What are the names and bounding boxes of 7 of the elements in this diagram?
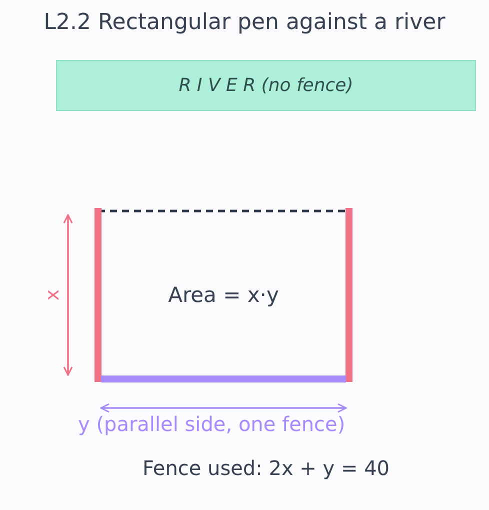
river-label: R I V E R (no fence) xyxy=(178,75,354,96)
river-band xyxy=(56,60,476,111)
dimension-label: y (parallel side, one fence) xyxy=(78,412,346,436)
area-formula: Area = x·y xyxy=(168,283,279,307)
fence-equation: Fence used: 2x + y = 40 xyxy=(141,456,391,480)
dimension-label: x xyxy=(42,289,64,301)
title: L2.2 Rectangular pen against a river xyxy=(42,10,446,35)
